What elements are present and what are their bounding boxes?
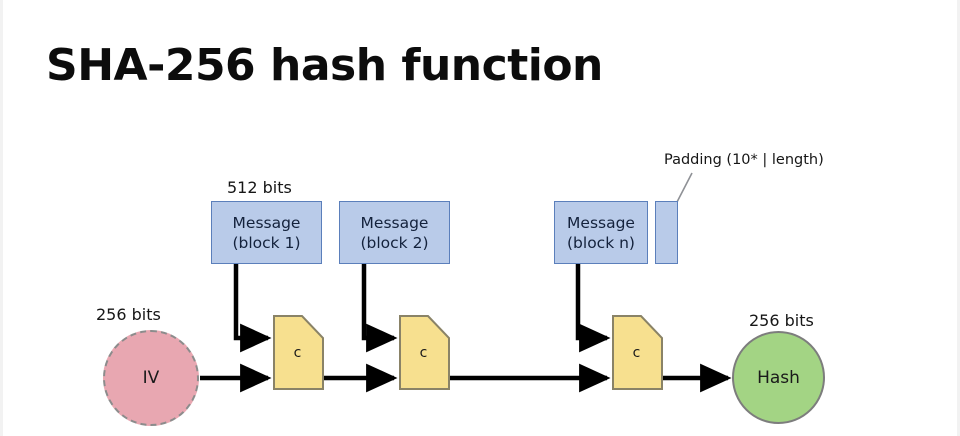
- page-edge-right: [957, 0, 960, 436]
- message-block-n[interactable]: Message (block n): [554, 201, 648, 264]
- compression-box-1[interactable]: c: [273, 315, 324, 390]
- message-block-1-line1: Message: [232, 214, 301, 232]
- message-block-n-line2: (block n): [567, 234, 635, 252]
- page-edge-left: [0, 0, 3, 436]
- slide-title: SHA-256 hash function: [46, 40, 603, 91]
- message-block-n-line1: Message: [567, 214, 635, 232]
- iv-node[interactable]: IV: [103, 330, 199, 426]
- compression-box-n-label: c: [632, 344, 641, 361]
- label-hash-size: 256 bits: [749, 311, 814, 330]
- wire-block2-to-c2: [361, 264, 398, 353]
- message-block-2[interactable]: Message (block 2): [339, 201, 450, 264]
- compression-box-n[interactable]: c: [612, 315, 663, 390]
- label-iv-size: 256 bits: [96, 305, 161, 324]
- compression-box-1-shape: [273, 315, 324, 390]
- label-message-size: 512 bits: [227, 178, 292, 197]
- compression-box-n-shape: [612, 315, 663, 390]
- wire-block1-to-c1: [233, 264, 272, 353]
- message-block-2-line1: Message: [360, 214, 429, 232]
- message-block-2-line2: (block 2): [360, 234, 429, 252]
- padding-block[interactable]: [655, 201, 678, 264]
- compression-box-2[interactable]: c: [399, 315, 450, 390]
- label-padding: Padding (10* | length): [664, 152, 824, 168]
- hash-node[interactable]: Hash: [732, 331, 825, 424]
- wire-blockn-to-cn: [575, 264, 611, 353]
- message-block-1[interactable]: Message (block 1): [211, 201, 322, 264]
- leader-line-padding: [675, 172, 693, 205]
- message-block-1-line2: (block 1): [232, 234, 301, 252]
- compression-box-1-label: c: [293, 344, 302, 361]
- compression-box-2-label: c: [419, 344, 428, 361]
- hash-node-label: Hash: [757, 367, 800, 388]
- compression-box-2-shape: [399, 315, 450, 390]
- iv-node-label: IV: [142, 368, 160, 388]
